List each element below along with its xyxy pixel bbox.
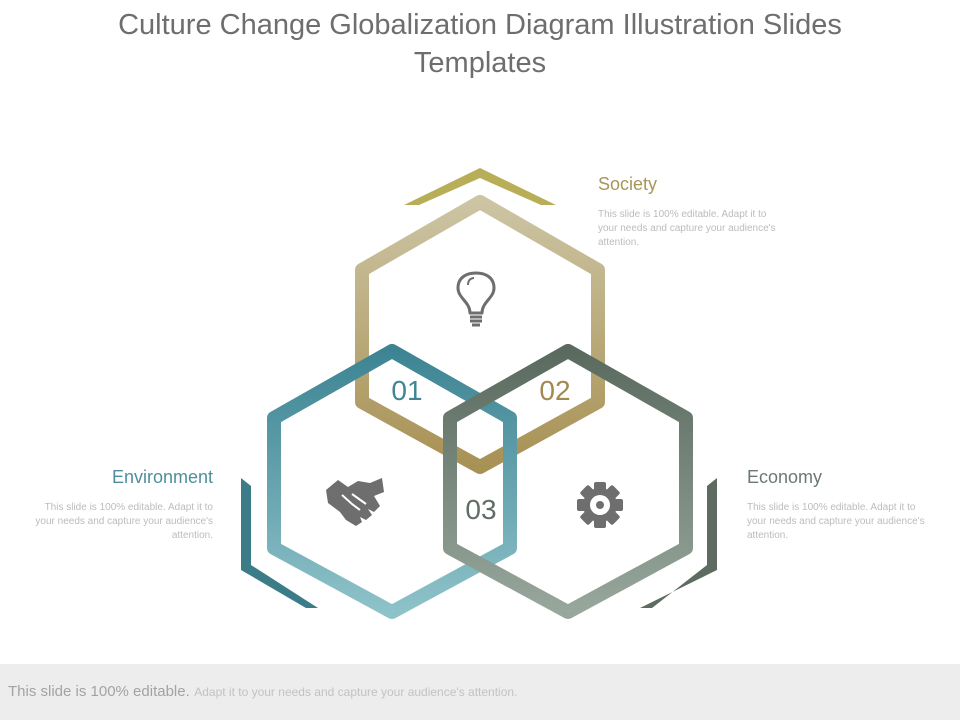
handshake-icon (326, 478, 384, 526)
footer-bar: This slide is 100% editable. Adapt it to… (0, 664, 960, 720)
slide-title-line-2: Templates (413, 47, 547, 79)
environment-number: 01 (391, 375, 422, 406)
economy-accent-bracket (640, 478, 717, 608)
footer-sub-text: Adapt it to your needs and capture your … (194, 685, 518, 699)
economy-hexagon (443, 344, 693, 619)
economy-number: 03 (465, 494, 496, 525)
environment-label: Environment (111, 467, 213, 487)
society-hexagon (355, 195, 605, 474)
economy-description: This slide is 100% editable. Adapt it to… (747, 502, 925, 541)
society-accent-chevron (404, 168, 556, 205)
slide-title-line-1: Culture Change Globalization Diagram Ill… (118, 9, 842, 41)
lightbulb-icon (456, 271, 496, 327)
footer-main-text: This slide is 100% editable. (8, 683, 190, 700)
footer-text: This slide is 100% editable. Adapt it to… (8, 683, 517, 701)
gear-icon (577, 482, 623, 528)
environment-accent-bracket (241, 478, 318, 608)
environment-hexagon (267, 344, 517, 619)
society-label: Society (598, 174, 658, 194)
environment-description: This slide is 100% editable. Adapt it to… (35, 502, 213, 541)
society-number: 02 (539, 375, 570, 406)
economy-label: Economy (747, 467, 823, 487)
society-description: This slide is 100% editable. Adapt it to… (598, 209, 776, 248)
slide-title: Culture Change Globalization Diagram Ill… (0, 6, 960, 82)
